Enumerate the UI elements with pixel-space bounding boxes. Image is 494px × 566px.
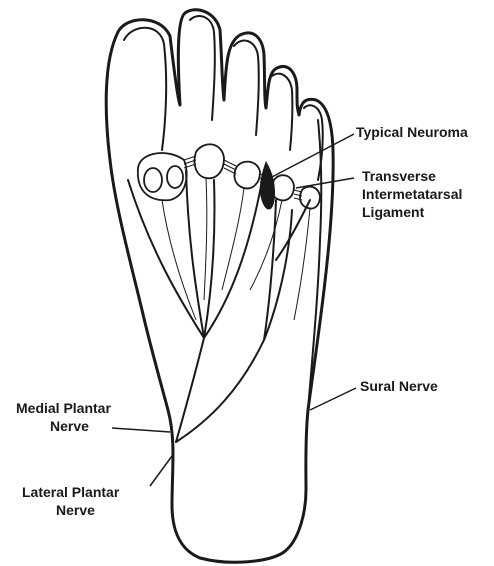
big-toe-inner xyxy=(124,28,166,150)
neuroma xyxy=(260,162,274,209)
label-ligament-line-3: Ligament xyxy=(362,204,424,220)
label-lateral-plantar-line-1: Lateral Plantar xyxy=(22,484,119,500)
label-medial-plantar-line-1: Medial Plantar xyxy=(16,400,111,416)
toe-3-inner xyxy=(234,41,259,135)
leader-lateral xyxy=(150,456,172,486)
sesamoid-medial xyxy=(144,168,162,192)
medial-plantar-nerve xyxy=(176,338,204,442)
foot-outline xyxy=(106,10,333,563)
label-lateral-plantar-line-2: Nerve xyxy=(56,502,95,518)
label-ligament-line-2: Intermetatarsal xyxy=(362,186,462,202)
sesamoid-lateral xyxy=(167,166,183,188)
label-ligament-line-1: Transverse xyxy=(362,168,436,184)
label-sural-nerve: Sural Nerve xyxy=(360,378,438,394)
leader-ligament xyxy=(296,178,354,188)
leader-neuroma xyxy=(270,134,354,178)
label-typical-neuroma: Typical Neuroma xyxy=(356,124,468,140)
fourth-metatarsal-head xyxy=(272,175,294,200)
toe-2-inner xyxy=(190,16,215,120)
second-metatarsal-head xyxy=(194,144,224,178)
leader-medial xyxy=(112,428,170,432)
toe-4-inner xyxy=(272,74,292,150)
leader-sural xyxy=(310,388,356,410)
fifth-metatarsal-head xyxy=(300,187,320,209)
third-metatarsal-head xyxy=(234,162,260,189)
label-medial-plantar-line-2: Nerve xyxy=(50,418,89,434)
